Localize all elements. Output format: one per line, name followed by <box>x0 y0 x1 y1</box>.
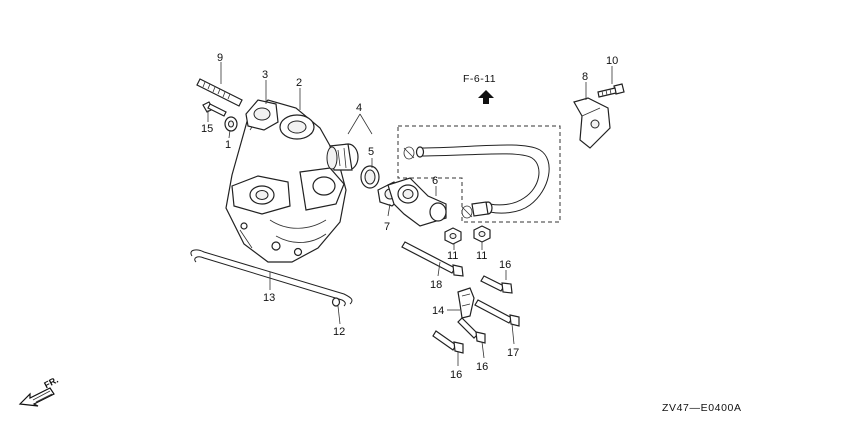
callout-4: 4 <box>356 102 362 114</box>
hose-clamp <box>461 205 473 219</box>
bolt-part-17 <box>474 299 520 327</box>
front-arrow-icon <box>18 387 55 407</box>
callout-16-bottom-left: 16 <box>450 369 462 381</box>
bolt-part-16 <box>432 330 464 354</box>
bracket-part <box>573 97 611 149</box>
diagram-code: ZV47—E0400A <box>662 402 742 414</box>
bolt-part-16 <box>457 317 486 344</box>
callout-6: 6 <box>432 175 438 187</box>
reference-label: F-6-11 <box>463 73 496 85</box>
callout-11-right: 11 <box>476 250 487 262</box>
callout-16-top: 16 <box>499 259 511 271</box>
callout-13: 13 <box>263 292 275 304</box>
callout-12: 12 <box>333 326 345 338</box>
callout-5: 5 <box>368 146 374 158</box>
hose-set-outline <box>397 125 561 223</box>
nut-part <box>473 225 491 243</box>
thermostat-part <box>326 143 359 171</box>
thermostat-cover-part <box>387 177 447 227</box>
tube-part <box>190 249 353 307</box>
callout-7: 7 <box>384 221 390 233</box>
callout-8: 8 <box>582 71 588 83</box>
callout-15: 15 <box>201 123 213 135</box>
callout-11-left: 11 <box>447 250 458 262</box>
bolt-part-15 <box>202 101 227 117</box>
housing-part <box>225 99 347 263</box>
nut-part <box>444 227 462 245</box>
stud-bolt-part <box>196 78 243 107</box>
hose-clamp <box>403 146 415 160</box>
bolt-part-10 <box>597 83 625 98</box>
seal-ring-part <box>360 165 380 189</box>
callout-1: 1 <box>225 139 231 151</box>
long-bolt-part <box>401 241 464 277</box>
callout-14: 14 <box>432 305 444 317</box>
bolt-part-16 <box>480 275 513 294</box>
callout-18: 18 <box>430 279 442 291</box>
callout-2: 2 <box>296 77 302 89</box>
callout-10: 10 <box>606 55 618 67</box>
callout-3: 3 <box>262 69 268 81</box>
fitting-part <box>331 297 341 307</box>
reference-arrow-icon <box>478 90 494 104</box>
callout-16-bottom-right: 16 <box>476 361 488 373</box>
collar-part <box>224 116 238 132</box>
gasket-part <box>245 99 279 131</box>
leader-lines <box>207 62 613 366</box>
clip-part <box>457 287 475 319</box>
callout-17: 17 <box>507 347 519 359</box>
water-hose <box>415 144 550 217</box>
front-direction-label: FR. <box>42 375 59 391</box>
callout-9: 9 <box>217 52 223 64</box>
